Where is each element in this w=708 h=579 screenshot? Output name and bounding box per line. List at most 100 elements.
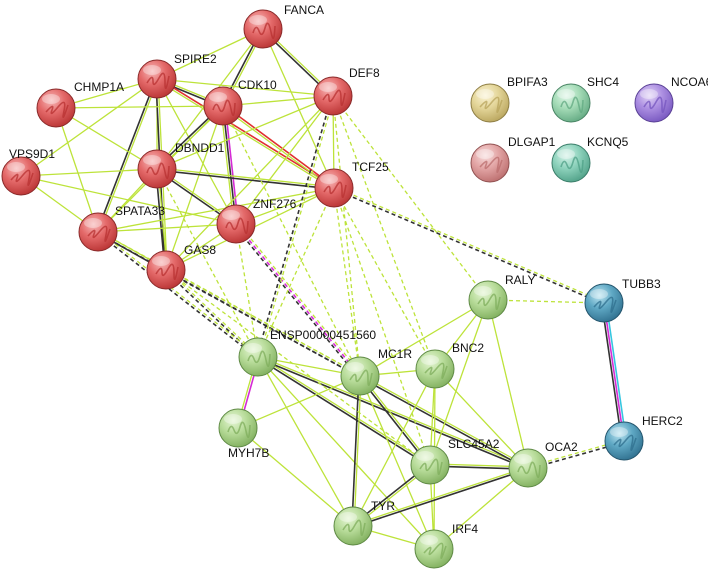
node-circle-def8[interactable] xyxy=(313,76,353,116)
edge-ensp-oca2-textmining[interactable] xyxy=(258,355,529,468)
edge-dbndd1-ensp-textmining[interactable] xyxy=(156,168,259,358)
edge-spata33-znf276-textmining[interactable] xyxy=(97,223,237,233)
node-circle-fanca[interactable] xyxy=(243,9,283,49)
node-znf276[interactable]: ZNF276 xyxy=(216,197,297,244)
edge-vps9d1-dbndd1-textmining[interactable] xyxy=(20,168,158,177)
node-gas8[interactable]: GAS8 xyxy=(146,243,216,290)
node-irf4[interactable]: IRF4 xyxy=(414,522,478,569)
edge-raly-tubb3-textmining[interactable] xyxy=(487,299,605,304)
node-ensp[interactable]: ENSP00000451560 xyxy=(238,328,376,377)
edge-oca2-raly-textmining[interactable] xyxy=(487,299,529,469)
edge-oca2-irf4-textmining[interactable] xyxy=(433,467,529,550)
edge-dbndd1-tcf25-coexpression[interactable] xyxy=(156,169,334,190)
node-def8[interactable]: DEF8 xyxy=(313,66,380,116)
edge-bnc2-oca2-textmining[interactable] xyxy=(434,368,529,469)
edge-cdk10-znf276-textmining[interactable] xyxy=(220,106,235,225)
edge-tcf25-mc1r-textmining[interactable] xyxy=(333,187,361,377)
node-circle-gas8[interactable] xyxy=(146,250,186,290)
edge-mc1r-tyr-textmining[interactable] xyxy=(353,376,362,527)
node-vps9d1[interactable]: VPS9D1 xyxy=(1,147,55,196)
edge-cdk10-mc1r-textmining[interactable] xyxy=(222,105,361,377)
node-spata33[interactable]: SPATA33 xyxy=(78,204,165,252)
edge-chmp1a-dbndd1-textmining[interactable] xyxy=(55,107,158,170)
edge-mc1r-raly-textmining[interactable] xyxy=(359,299,489,377)
node-circle-raly[interactable] xyxy=(468,280,508,320)
edge-znf276-mc1r-experiment[interactable] xyxy=(235,223,361,377)
edge-tubb3-herc2-experiment[interactable] xyxy=(603,302,625,442)
edge-cdk10-tcf25-textmining[interactable] xyxy=(221,106,334,190)
edge-tyr-oca2-coexpression[interactable] xyxy=(353,468,529,528)
edge-ensp-irf4-textmining[interactable] xyxy=(257,356,435,550)
node-circle-cdk10[interactable] xyxy=(203,86,243,126)
node-circle-spata33[interactable] xyxy=(78,212,118,252)
edge-mc1r-oca2-textmining[interactable] xyxy=(360,374,529,468)
edge-dbndd1-tcf25-textmining[interactable] xyxy=(157,167,335,188)
edge-def8-ensp-coexpression[interactable] xyxy=(256,95,333,357)
edge-def8-ensp-textmining[interactable] xyxy=(258,96,335,358)
node-dbndd1[interactable]: DBNDD1 xyxy=(137,141,225,189)
edge-ensp-tyr-textmining[interactable] xyxy=(257,356,354,527)
node-shc4[interactable]: SHC4 xyxy=(551,75,619,123)
edge-ensp-slc45a2-coexpression[interactable] xyxy=(256,357,430,467)
edge-fanca-spire2-textmining[interactable] xyxy=(156,28,264,80)
edge-mc1r-tyr-coexpression[interactable] xyxy=(351,375,360,526)
edge-def8-dbndd1-textmining[interactable] xyxy=(156,95,334,170)
node-chmp1a[interactable]: CHMP1A xyxy=(36,80,124,128)
edge-slc45a2-raly-textmining[interactable] xyxy=(429,299,489,466)
node-oca2[interactable]: OCA2 xyxy=(508,440,578,488)
edge-spata33-ensp-coexpression[interactable] xyxy=(96,232,258,359)
edge-mc1r-irf4-textmining[interactable] xyxy=(359,375,435,550)
node-circle-myh7b[interactable] xyxy=(218,408,258,448)
node-circle-bpifa3[interactable] xyxy=(470,83,510,123)
node-fanca[interactable]: FANCA xyxy=(243,3,324,49)
node-circle-herc2[interactable] xyxy=(604,421,644,461)
edge-tcf25-tubb3-coexpression[interactable] xyxy=(333,188,604,305)
edge-znf276-mc1r-textmining[interactable] xyxy=(237,222,363,376)
edge-spire2-def8-textmining[interactable] xyxy=(156,78,334,97)
edge-mc1r-oca2-coexpression[interactable] xyxy=(359,376,528,470)
node-circle-shc4[interactable] xyxy=(551,83,591,123)
node-circle-ncoa6[interactable] xyxy=(634,83,674,123)
edge-tcf25-spata33-textmining[interactable] xyxy=(97,187,335,233)
edge-spata33-ensp-textmining[interactable] xyxy=(98,230,260,357)
node-ncoa6[interactable]: NCOA6 xyxy=(634,75,708,123)
edge-cdk10-tcf25-fusion[interactable] xyxy=(223,104,336,188)
edge-znf276-ensp-textmining[interactable] xyxy=(235,223,259,358)
edge-mc1r-myh7b-textmining[interactable] xyxy=(237,375,361,429)
node-circle-dlgap1[interactable] xyxy=(470,143,510,183)
edge-def8-mc1r-textmining[interactable] xyxy=(332,95,361,377)
node-slc45a2[interactable]: SLC45A2 xyxy=(410,437,500,485)
edge-cdk10-znf276-experiment[interactable] xyxy=(224,105,239,224)
edge-gas8-ensp-textmining[interactable] xyxy=(166,268,260,357)
node-circle-irf4[interactable] xyxy=(414,529,454,569)
edge-gas8-ensp-coexpression[interactable] xyxy=(164,270,258,359)
edge-gas8-slc45a2-textmining[interactable] xyxy=(165,269,431,466)
edge-chmp1a-spata33-textmining[interactable] xyxy=(55,107,99,233)
node-circle-dbndd1[interactable] xyxy=(137,149,177,189)
node-circle-ensp[interactable] xyxy=(238,337,278,377)
node-mc1r[interactable]: MC1R xyxy=(340,347,412,396)
node-circle-spire2[interactable] xyxy=(137,59,177,99)
edge-cdk10-gas8-textmining[interactable] xyxy=(165,105,224,271)
node-myh7b[interactable]: MYH7B xyxy=(218,408,269,460)
edge-bnc2-tyr-textmining[interactable] xyxy=(352,368,436,527)
edge-spire2-tcf25-textmining[interactable] xyxy=(156,79,334,190)
edge-fanca-tcf25-textmining[interactable] xyxy=(262,28,335,189)
node-circle-znf276[interactable] xyxy=(216,204,256,244)
node-bpifa3[interactable]: BPIFA3 xyxy=(470,75,548,123)
node-circle-vps9d1[interactable] xyxy=(1,156,41,196)
edge-def8-raly-textmining[interactable] xyxy=(332,95,489,301)
node-circle-slc45a2[interactable] xyxy=(410,445,450,485)
node-circle-mc1r[interactable] xyxy=(340,356,380,396)
edge-spata33-mc1r-coexpression[interactable] xyxy=(97,232,360,378)
node-bnc2[interactable]: BNC2 xyxy=(415,341,484,389)
node-tyr[interactable]: TYR xyxy=(333,499,395,546)
edge-def8-gas8-textmining[interactable] xyxy=(165,95,334,271)
edge-tyr-oca2-textmining[interactable] xyxy=(352,466,528,526)
node-dlgap1[interactable]: DLGAP1 xyxy=(470,135,556,183)
edge-spire2-znf276-textmining[interactable] xyxy=(156,78,237,225)
node-herc2[interactable]: HERC2 xyxy=(604,414,683,461)
node-kcnq5[interactable]: KCNQ5 xyxy=(551,135,629,183)
edge-znf276-mc1r-coexpression[interactable] xyxy=(233,224,359,378)
edge-tcf25-tubb3-textmining[interactable] xyxy=(334,186,605,303)
